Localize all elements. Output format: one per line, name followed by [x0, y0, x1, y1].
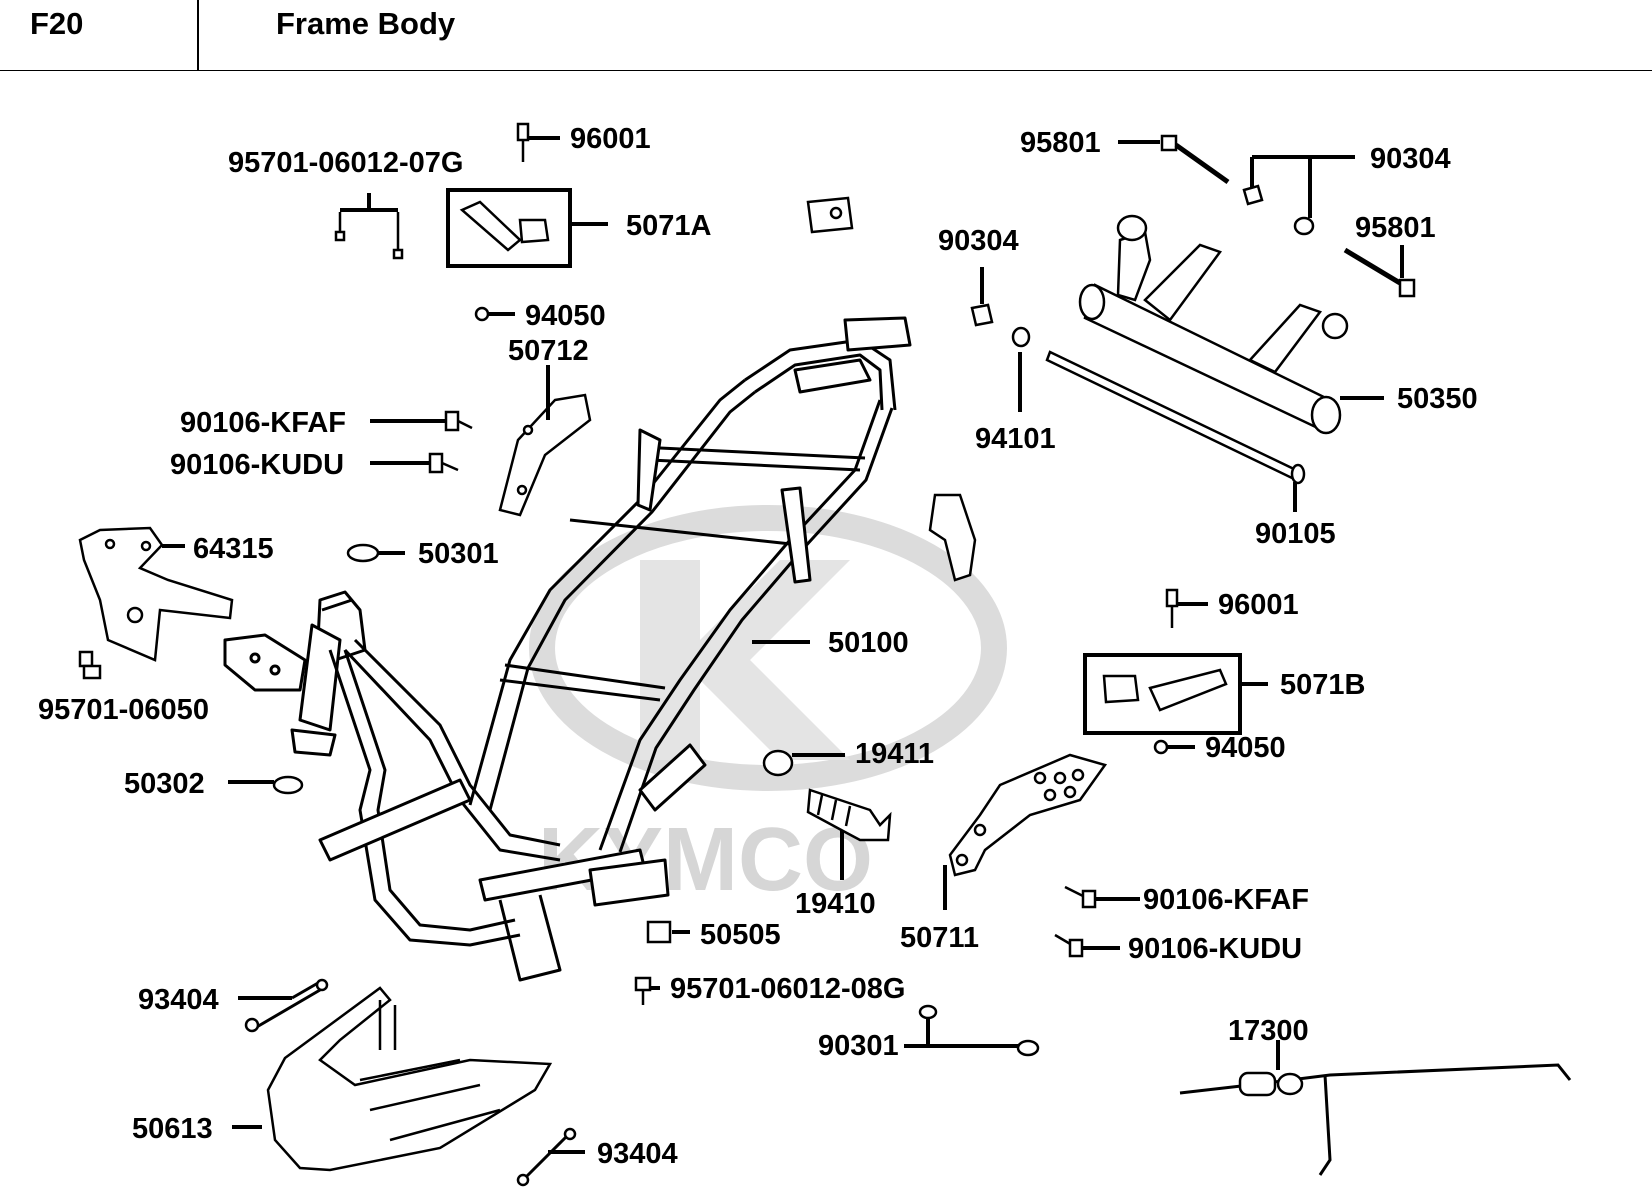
label-50301: 50301: [418, 538, 499, 570]
cover-50613: [232, 986, 553, 1172]
label-50613: 50613: [132, 1113, 213, 1145]
nut-90301: [904, 1004, 1040, 1057]
label-96001-right: 96001: [1218, 589, 1299, 621]
label-90106-kudu-right: 90106-KUDU: [1128, 933, 1302, 965]
label-90304-mid: 90304: [938, 225, 1019, 257]
screw-94050-right: [1153, 739, 1195, 755]
label-90301: 90301: [818, 1030, 899, 1062]
bolt-96001-right: [1165, 588, 1208, 628]
bracket-64315: [78, 526, 234, 662]
bolt-90106-kudu-right: [1054, 933, 1120, 958]
plate-small: [806, 196, 854, 234]
label-50711: 50711: [900, 922, 979, 954]
label-93404-bottom: 93404: [597, 1138, 678, 1170]
bracket-50711: [943, 753, 1108, 910]
label-90106-kudu-left: 90106-KUDU: [170, 449, 344, 481]
nut-90304-mid: [970, 267, 994, 327]
bracket-rear-small: [928, 493, 977, 582]
cable-17300: [1179, 1040, 1572, 1176]
grommet-50302: [228, 775, 304, 795]
label-90304-top: 90304: [1370, 143, 1451, 175]
washer-94101: [1011, 326, 1031, 412]
page-header: F20 Frame Body: [0, 0, 1652, 71]
label-94050-right: 94050: [1205, 732, 1286, 764]
label-96001-top: 96001: [570, 123, 651, 155]
header-divider: [197, 0, 199, 70]
label-95801-right: 95801: [1355, 212, 1436, 244]
label-90105: 90105: [1255, 518, 1336, 550]
bolt-90106-kfaf-left: [370, 410, 473, 432]
bolt-95701-06012-07g: [334, 193, 404, 260]
bolt-95801-top: [1118, 134, 1230, 185]
clamp-19411: [762, 749, 845, 777]
main-frame: [223, 316, 912, 982]
clip-50505: [646, 920, 690, 944]
grommet-50301: [346, 543, 405, 563]
label-50712: 50712: [508, 335, 589, 367]
bolt-90106-kudu-left: [370, 452, 459, 474]
shaft-90105: [1045, 350, 1306, 512]
bracket-5071a: [446, 188, 608, 268]
label-19411: 19411: [855, 738, 934, 770]
section-title: Frame Body: [276, 6, 456, 41]
label-95701-06012-07g: 95701-06012-07G: [228, 147, 463, 179]
bolt-95701-06012-08g: [634, 976, 660, 1005]
label-64315: 64315: [193, 533, 274, 565]
label-94101: 94101: [975, 423, 1056, 455]
label-90106-kfaf-left: 90106-KFAF: [180, 407, 346, 439]
label-90106-kfaf-right: 90106-KFAF: [1143, 884, 1309, 916]
label-95701-06012-08g: 95701-06012-08G: [670, 973, 905, 1005]
label-93404-left: 93404: [138, 984, 219, 1016]
section-code: F20: [30, 6, 84, 41]
label-94050-top: 94050: [525, 300, 606, 332]
bolt-95801-right: [1343, 245, 1416, 298]
label-19410: 19410: [795, 888, 876, 920]
kymco-watermark: KYMCO: [529, 505, 1007, 910]
bolt-95701-06050: [78, 650, 102, 680]
bolt-93404-left: [238, 978, 329, 1033]
label-95801-top: 95801: [1020, 127, 1101, 159]
hose-19410: [806, 788, 892, 880]
label-50505: 50505: [700, 919, 781, 951]
bolt-90106-kfaf-right: [1064, 885, 1140, 909]
label-50302: 50302: [124, 768, 205, 800]
label-50350: 50350: [1397, 383, 1478, 415]
nut-90304-top: [1242, 155, 1355, 236]
label-5071b: 5071B: [1280, 669, 1365, 701]
bracket-50712: [498, 365, 592, 517]
hanger-50350: [1078, 214, 1384, 435]
label-50100: 50100: [828, 627, 909, 659]
bolt-93404-bottom: [516, 1127, 585, 1187]
label-5071a: 5071A: [626, 210, 712, 242]
label-17300: 17300: [1228, 1015, 1309, 1047]
label-95701-06050: 95701-06050: [38, 694, 209, 726]
bracket-5071b: [1083, 653, 1268, 735]
screw-94050-top: [474, 306, 515, 322]
bolt-96001-top: [516, 122, 560, 162]
